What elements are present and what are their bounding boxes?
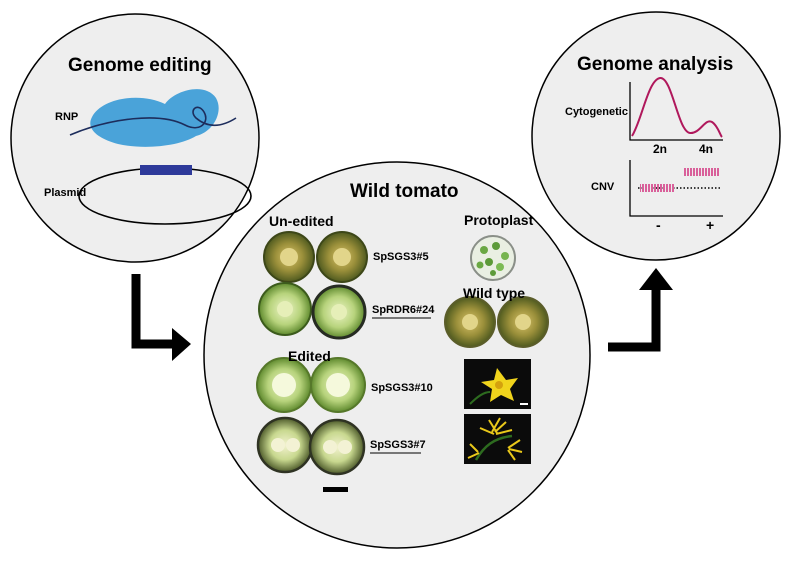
cnv-tick-plus: + — [706, 217, 715, 233]
cytogenetic-axes — [629, 82, 723, 141]
genome-editing-title: Genome editing — [68, 55, 212, 76]
fruit-wildtype-b — [497, 296, 549, 348]
wildtype-heading: Wild type — [463, 285, 526, 301]
flower-photo-1 — [464, 359, 531, 409]
cytogenetic-curve — [631, 77, 723, 138]
unedited-heading: Un-edited — [269, 213, 334, 229]
genome-analysis-title: Genome analysis — [577, 54, 734, 75]
plasmid-label: Plasmid — [44, 187, 87, 199]
protoplast-heading: Protoplast — [464, 212, 534, 228]
flower-photo-2 — [464, 414, 531, 464]
wild-tomato-panel — [203, 161, 591, 549]
fruit-unedited-sgs3-5-a — [263, 231, 315, 283]
cnv-tick-minus: - — [656, 217, 661, 233]
genome-analysis-panel — [531, 11, 781, 261]
cnv-gain-marker — [684, 168, 720, 176]
genome-editing-panel — [10, 13, 260, 263]
protoplast-image — [470, 235, 516, 281]
line-label-sgs3-5: SpSGS3#5 — [373, 251, 429, 263]
line-label-sgs3-7: SpSGS3#7 — [370, 439, 426, 451]
up-arrow-head — [639, 268, 673, 290]
fruit-edited-sgs3-10-a — [256, 357, 312, 413]
edited-heading: Edited — [288, 348, 331, 364]
down-right-arrow-head — [172, 328, 191, 361]
line-label-sgs3-10: SpSGS3#10 — [371, 382, 433, 394]
cytogenetic-label: Cytogenetic — [565, 106, 628, 118]
up-arrow-shaft — [608, 288, 661, 352]
fruit-unedited-rdr6-24-b — [311, 284, 367, 340]
fruit-edited-sgs3-10-b — [310, 357, 366, 413]
fruit-edited-sgs3-7-a — [256, 416, 314, 474]
wild-tomato-title: Wild tomato — [350, 181, 459, 202]
plasmid-insert — [140, 165, 192, 175]
ploidy-tick-4n: 4n — [699, 142, 714, 156]
fruit-unedited-rdr6-24-a — [258, 282, 312, 336]
line-label-rdr6-24: SpRDR6#24 — [372, 304, 435, 316]
rnp-label: RNP — [55, 111, 79, 123]
cnv-axes — [629, 160, 723, 217]
genome-analysis-circle — [531, 11, 781, 261]
down-right-arrow-shaft — [131, 274, 175, 349]
fruit-unedited-sgs3-5-b — [316, 231, 368, 283]
cnv-loss-marker — [640, 184, 674, 192]
guide-rna-strand — [69, 106, 237, 136]
ploidy-tick-2n: 2n — [653, 142, 668, 156]
scale-bar — [323, 487, 348, 492]
fruit-edited-sgs3-7-b — [308, 418, 366, 476]
cnv-label: CNV — [591, 181, 615, 193]
fruit-wildtype-a — [444, 296, 496, 348]
